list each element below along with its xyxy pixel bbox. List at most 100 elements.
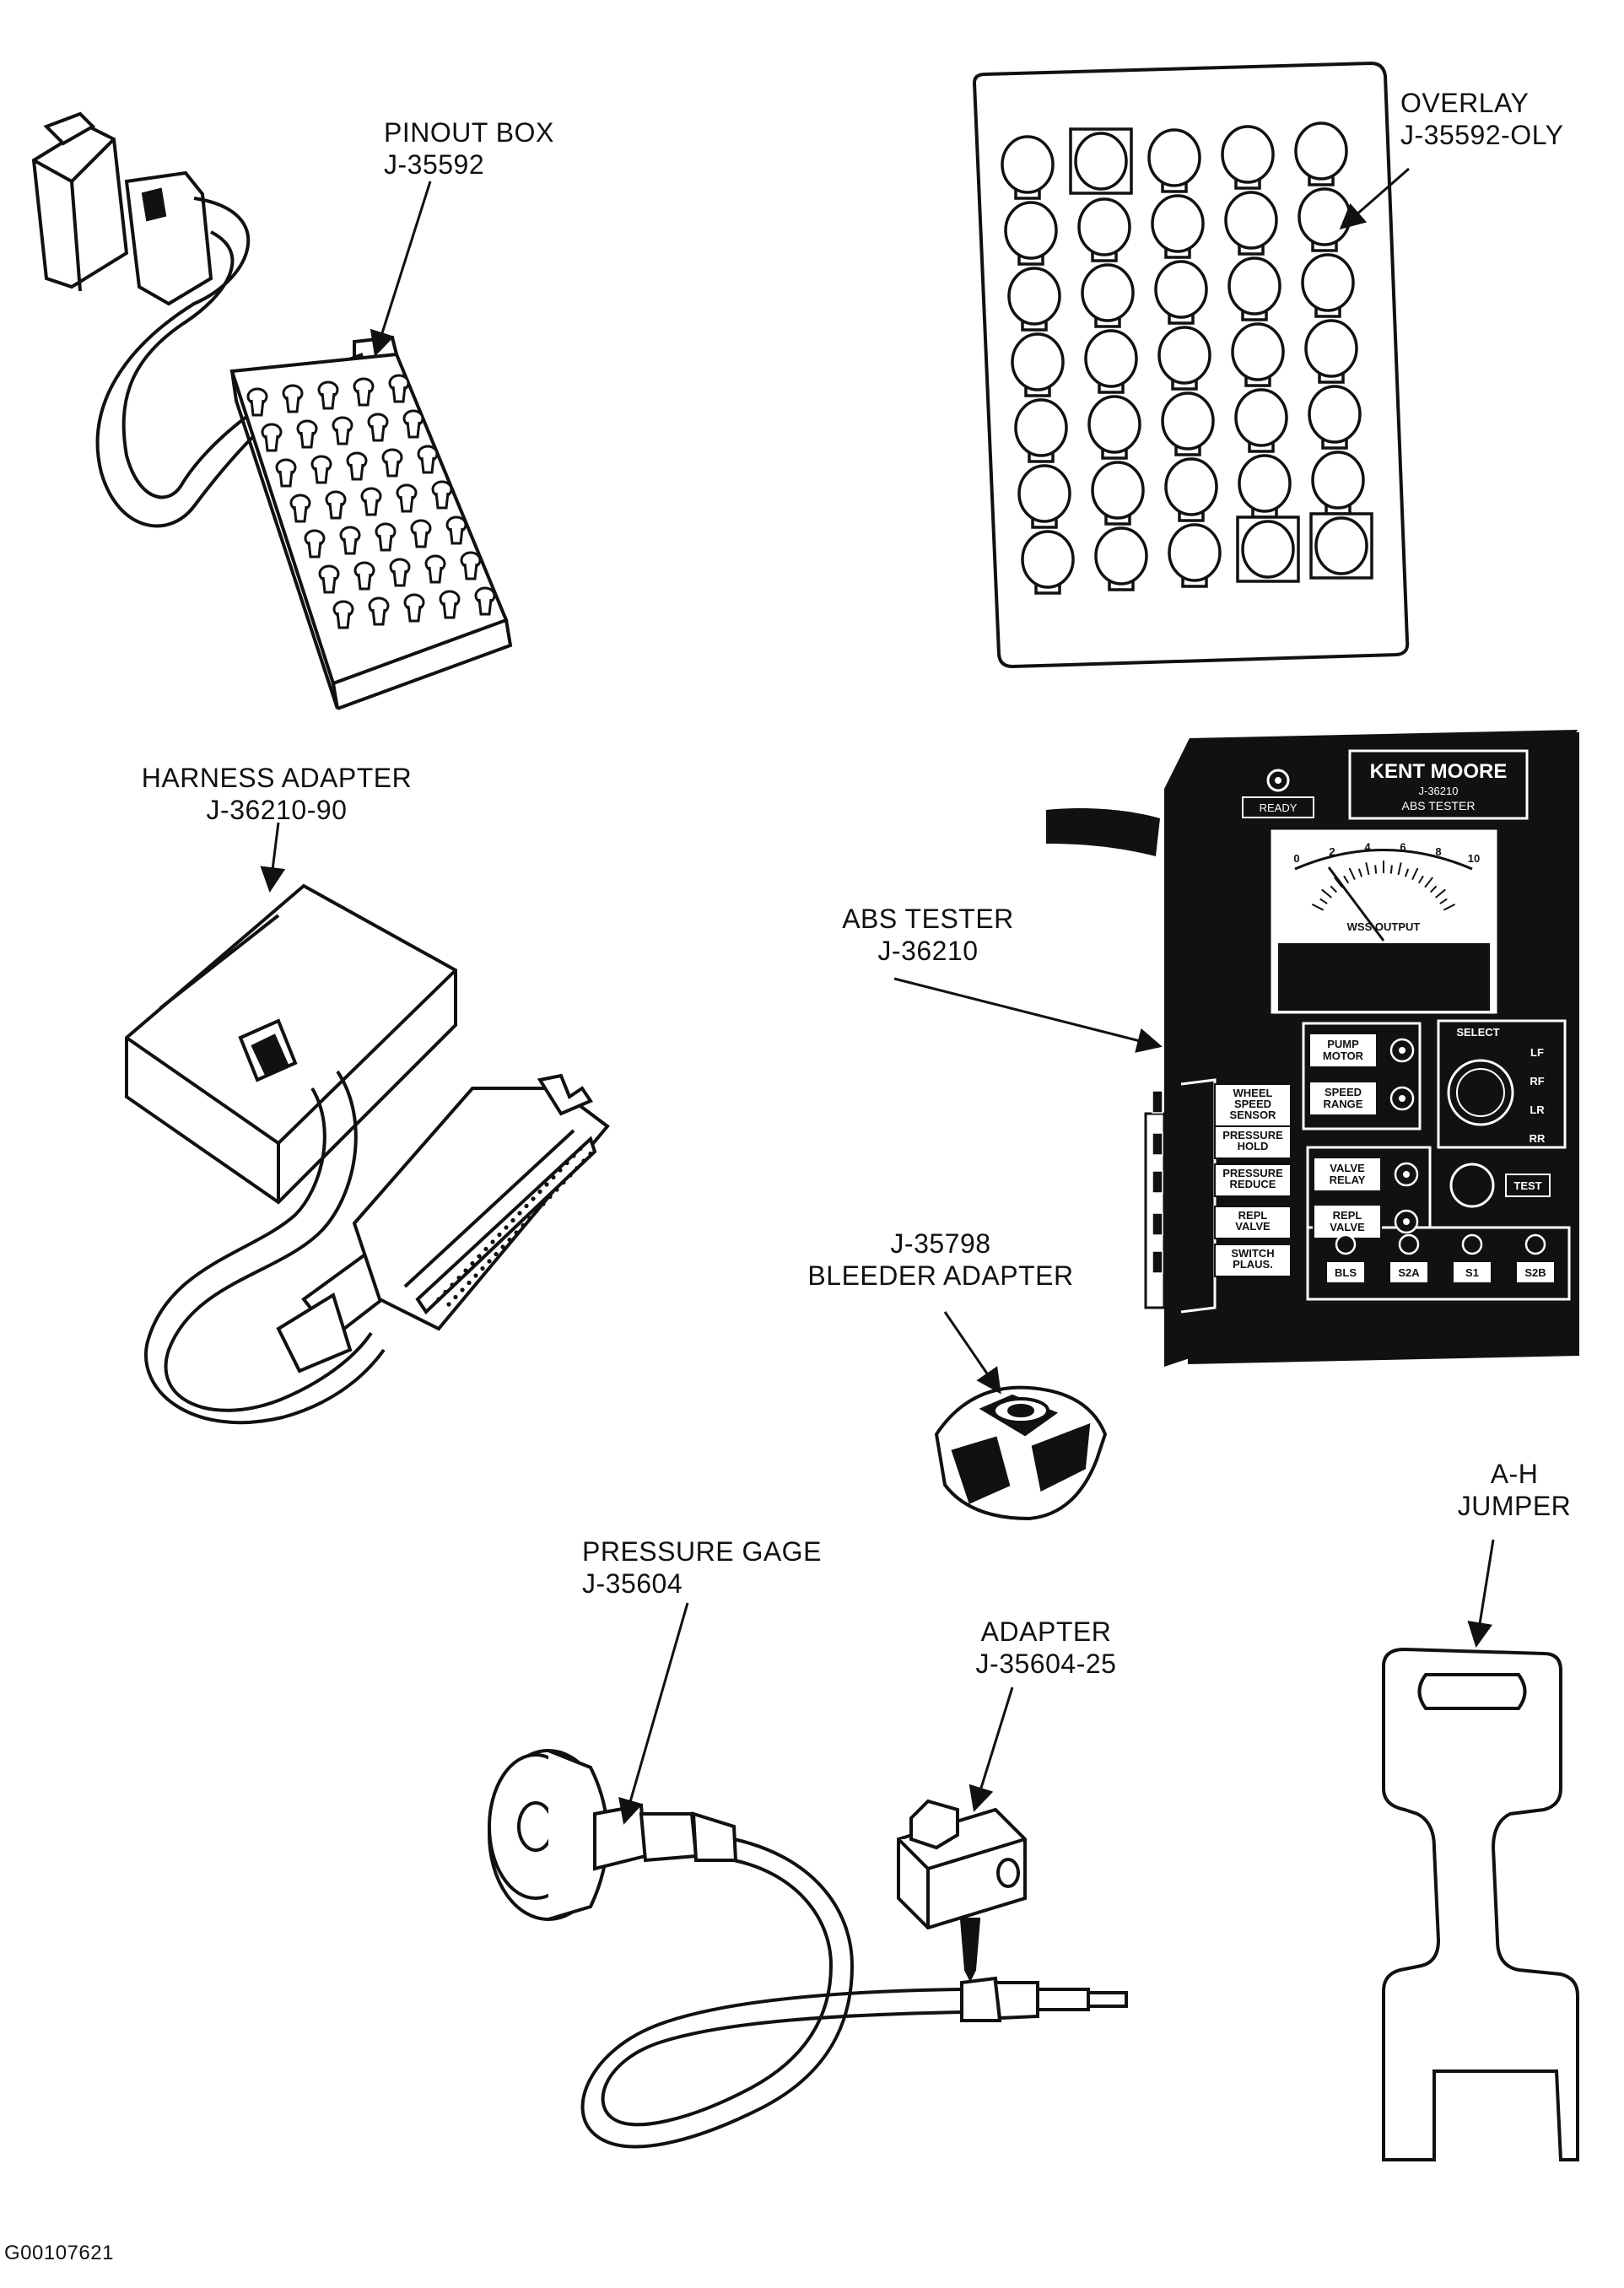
leader-arrows: [260, 167, 1495, 1825]
select-position-label: RR: [1530, 1132, 1546, 1145]
connector-pin: [537, 1189, 542, 1195]
overlay-hole: [1234, 388, 1288, 447]
panel-tag-text: PUMP: [1327, 1038, 1359, 1050]
meter-tick: [1319, 898, 1328, 904]
meter-tick: [1333, 877, 1343, 888]
meter-tick: [1397, 862, 1402, 876]
panel-button-tag: [1214, 1125, 1292, 1159]
meter-tick: [1311, 903, 1325, 911]
connector-pin: [463, 1268, 468, 1273]
connector-pin: [527, 1216, 532, 1221]
pinout-jack-post: [371, 608, 386, 626]
meter-scale-label: 6: [1400, 841, 1405, 854]
pinout-box-jacks: [246, 374, 496, 629]
meter-tick: [1429, 885, 1438, 893]
overlay-hole: [1154, 260, 1208, 319]
label-abs-tester: ABS TESTER J-36210: [831, 903, 1025, 967]
connector-pin: [581, 1158, 586, 1163]
adapter-illustration: [897, 1799, 1027, 1983]
pressure-gage-arrow: [618, 1602, 689, 1825]
connector-pin: [568, 1173, 573, 1178]
overlay-hole: [1021, 530, 1075, 589]
pinout-jack-post: [321, 392, 336, 410]
connector-pin: [450, 1282, 455, 1287]
pinout-jack-post: [370, 424, 386, 442]
panel-tag: [1308, 1081, 1378, 1116]
bottom-switch-tag: [1515, 1260, 1556, 1284]
connector-pin: [548, 1194, 553, 1200]
overlay-hole: [1241, 520, 1295, 579]
pinout-jack-post: [250, 399, 265, 417]
overlay-hole: [1011, 332, 1065, 391]
connector-pin: [544, 1182, 549, 1187]
meter-tick: [1357, 868, 1363, 877]
pinout-jack-post: [378, 534, 393, 552]
panel-button-text: PRESSURE: [1222, 1167, 1283, 1179]
panel-tag-text: REPL: [1333, 1209, 1362, 1222]
connector-pin: [531, 1196, 536, 1201]
pinout-box-illustration: [31, 111, 513, 710]
ah-jumper-arrow: [1467, 1539, 1495, 1648]
pinout-jack-post: [364, 499, 379, 516]
panel-button-tag: [1214, 1163, 1292, 1197]
connector-pin: [494, 1251, 499, 1257]
panel-button-text: SPEED: [1234, 1098, 1271, 1110]
bottom-switch-text: S2B: [1524, 1266, 1546, 1279]
overlay-name: OVERLAY: [1400, 88, 1530, 118]
meter-tick: [1439, 898, 1448, 904]
panel-push-button: [1152, 1170, 1163, 1194]
pinout-box-name: PINOUT BOX: [384, 117, 554, 148]
connector-pin: [564, 1160, 569, 1166]
connector-pin: [467, 1280, 472, 1286]
meter-tick: [1374, 865, 1378, 874]
overlay-hole: [1238, 454, 1292, 513]
panel-button-tag: [1214, 1206, 1292, 1239]
connector-pin: [480, 1265, 485, 1271]
overlay-hole: [1004, 201, 1058, 260]
meter-scale-label: 2: [1329, 845, 1335, 858]
panel-button-text: PLAUS.: [1233, 1258, 1273, 1271]
meter-tick: [1330, 885, 1338, 893]
pinout-jack-post: [335, 428, 350, 445]
figure-id: G00107621: [4, 2242, 114, 2264]
bottom-switch-lamp: [1398, 1233, 1420, 1255]
panel-lamp-center: [1399, 1095, 1405, 1102]
meter-tick: [1343, 875, 1350, 884]
select-position-label: LF: [1530, 1046, 1544, 1059]
bottom-switch-text: S1: [1465, 1266, 1479, 1279]
connector-pin: [558, 1168, 563, 1173]
overlay-hole: [1074, 132, 1128, 191]
panel-button-text: REDUCE: [1230, 1178, 1276, 1190]
brand-text: KENT MOORE: [1370, 760, 1508, 783]
pinout-jack-post: [477, 598, 493, 616]
overlay-hole: [1077, 197, 1131, 256]
label-ah-jumper: A-H JUMPER: [1434, 1458, 1594, 1522]
meter-tick: [1435, 888, 1446, 898]
overlay-hole: [1227, 256, 1281, 316]
panel-button-text: PRESSURE: [1222, 1129, 1283, 1141]
overlay-hole: [1161, 391, 1215, 451]
panel-button-text: HOLD: [1238, 1140, 1269, 1152]
connector-pin: [490, 1239, 495, 1244]
pinout-jack-post: [293, 505, 308, 523]
panel-tag-text: VALVE: [1330, 1221, 1365, 1233]
bottom-switch-tag: [1389, 1260, 1429, 1284]
bottom-switch-lamp: [1335, 1233, 1357, 1255]
connector-pin: [507, 1237, 512, 1243]
meter-tick: [1404, 868, 1410, 877]
overlay-arrow: [1339, 167, 1410, 229]
meter-tick: [1365, 862, 1370, 876]
meter-tick: [1389, 865, 1393, 874]
harness-adapter-name: HARNESS ADAPTER: [141, 763, 413, 793]
panel-tag: [1308, 1033, 1378, 1068]
overlay-hole: [1087, 395, 1141, 454]
label-overlay: OVERLAY J-35592-OLY: [1400, 87, 1563, 151]
overlay-hole: [1081, 263, 1135, 322]
connector-pin: [477, 1254, 482, 1259]
pinout-jack-post: [463, 563, 478, 580]
meter-scale-label: 4: [1364, 841, 1371, 854]
meter-tick: [1417, 875, 1424, 884]
panel-push-button: [1152, 1212, 1163, 1236]
label-bleeder-adapter: J-35798 BLEEDER ADAPTER: [789, 1228, 1093, 1292]
panel-button-tag: [1214, 1244, 1292, 1277]
